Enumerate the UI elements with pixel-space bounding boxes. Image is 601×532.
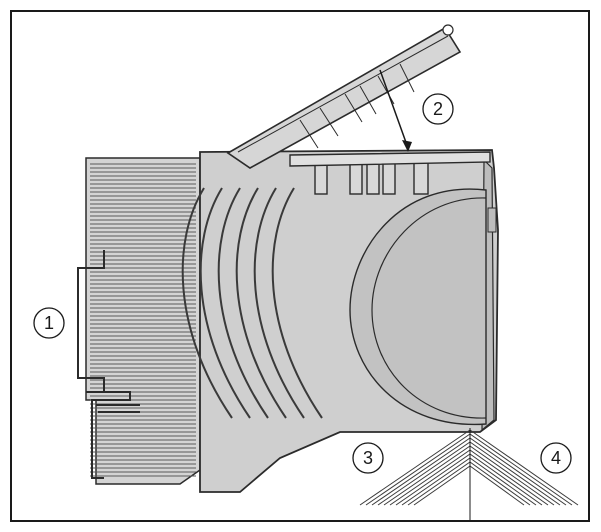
svg-text:3: 3 (363, 448, 373, 468)
figure-frame (10, 10, 590, 522)
callout-2: 2 (422, 93, 454, 125)
svg-text:2: 2 (433, 99, 443, 119)
callout-1: 1 (33, 307, 65, 339)
svg-text:4: 4 (551, 448, 561, 468)
hatched-surface (359, 429, 579, 506)
ridged-rear-section (85, 157, 201, 485)
main-housing (199, 149, 499, 493)
ventilation-slots (181, 187, 323, 419)
terminal-blocks (289, 151, 491, 195)
hinged-cover (226, 24, 462, 169)
callout-3: 3 (352, 442, 384, 474)
svg-text:1: 1 (44, 313, 54, 333)
din-rail-clip (77, 250, 140, 479)
insertion-arrow (379, 69, 412, 152)
callout-4: 4 (540, 442, 572, 474)
